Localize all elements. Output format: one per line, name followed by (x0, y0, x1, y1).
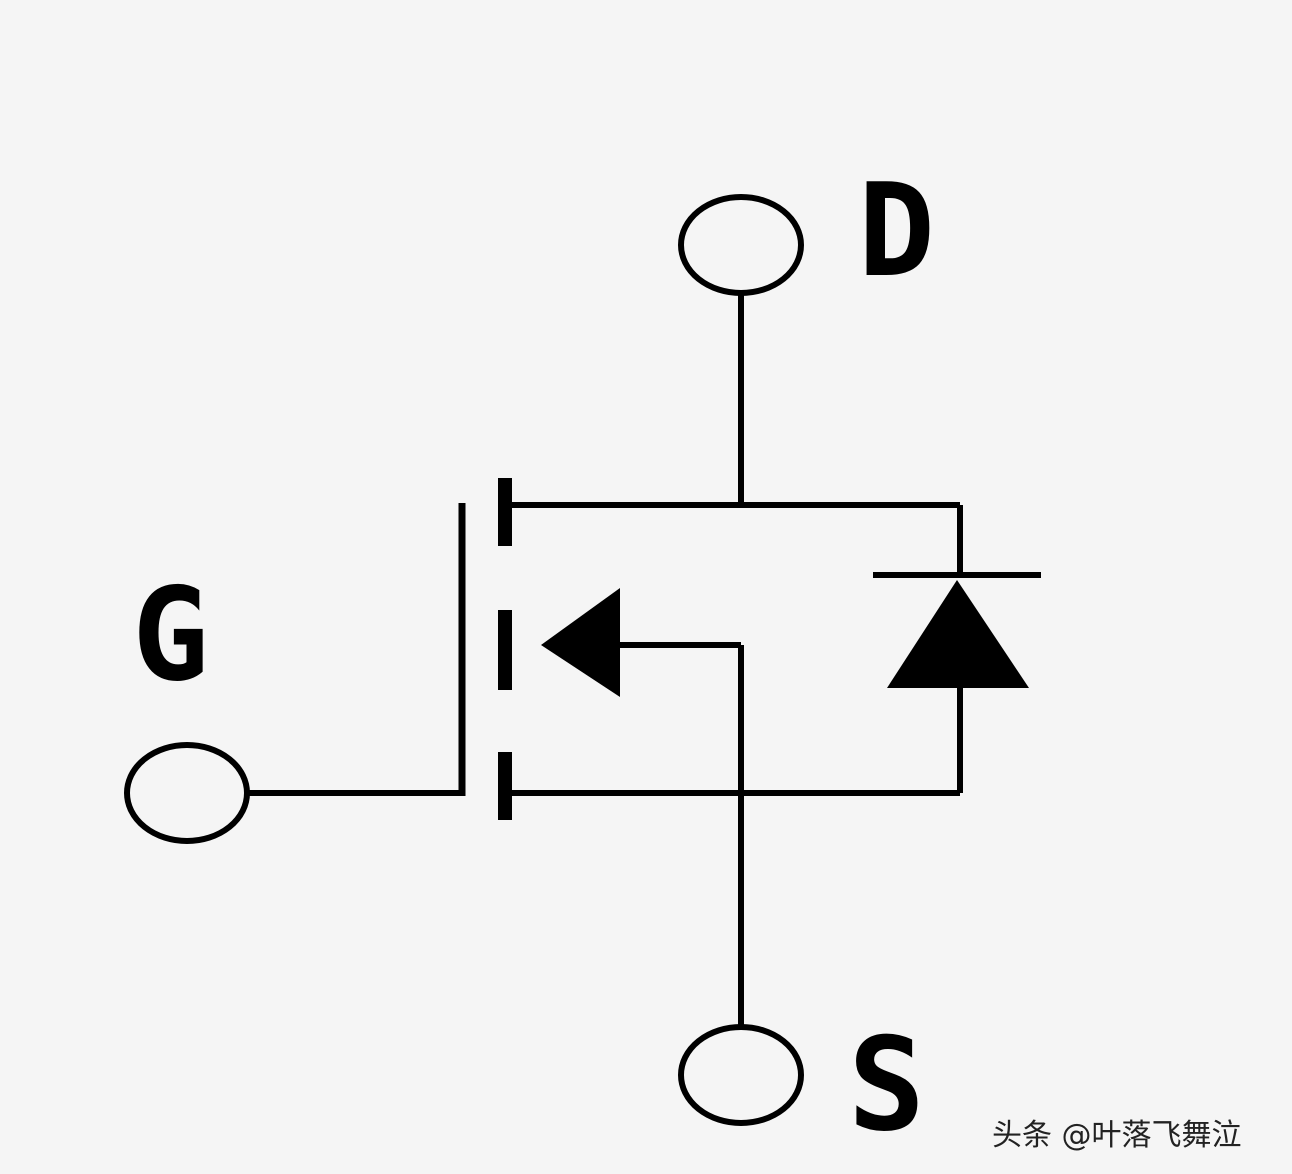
diode-triangle-icon (887, 580, 1029, 688)
body-arrow-icon (541, 588, 620, 697)
drain-label: D (858, 157, 936, 306)
source-label: S (848, 1011, 926, 1160)
gate-terminal-circle (124, 742, 250, 844)
source-terminal-circle (678, 1024, 804, 1126)
watermark-text: 头条 @叶落飞舞泣 (992, 1118, 1242, 1153)
drain-terminal-circle (678, 194, 804, 296)
gate-label: G (132, 561, 210, 710)
